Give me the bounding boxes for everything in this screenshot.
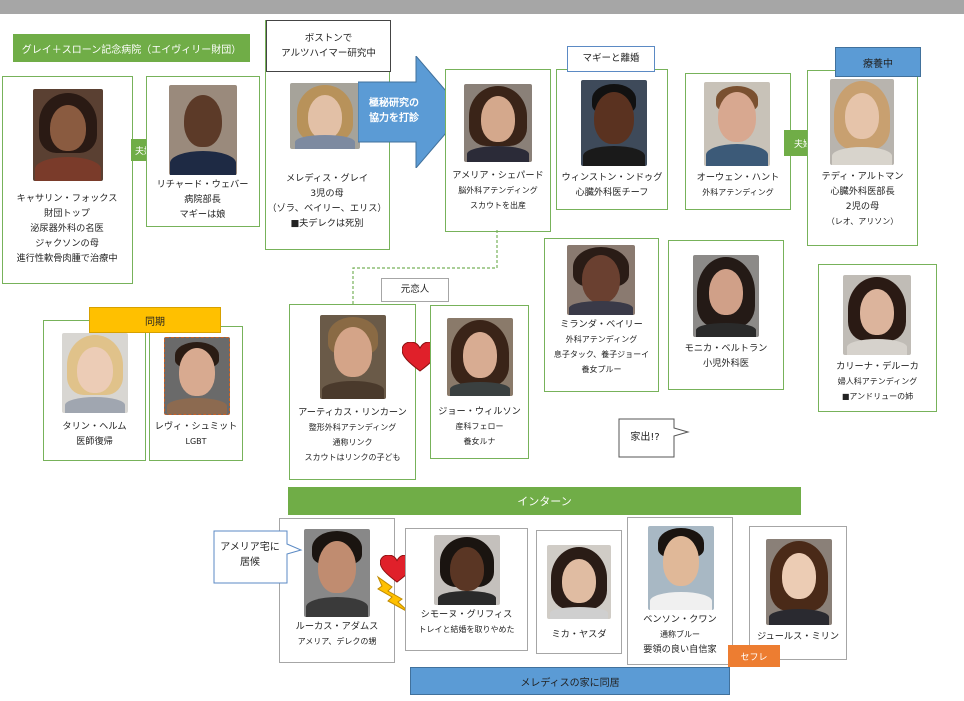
label-recuperating: 療養中: [835, 47, 921, 77]
text-simone: シモーヌ・グリフィス トレイと結婚を取りやめた: [418, 609, 515, 634]
label-doki: 同期: [89, 307, 221, 333]
photo-atticus: [320, 315, 386, 399]
label-cohabit-meredith-house: メレディスの家に同居: [410, 667, 730, 695]
card-mika: ミカ・ヤスダ: [536, 530, 622, 654]
card-amelia: アメリア・シェパード 脳外科アテンディング スカウトを出産: [445, 69, 551, 232]
card-benson: ベンソン・クワン 通称ブルー 要領の良い自信家: [627, 517, 733, 665]
card-atticus: アーティカス・リンカーン 整形外科アテンディング 通称リンク スカウトはリンクの…: [289, 304, 416, 480]
card-catherine: キャサリン・フォックス 財団トップ 泌尿器外科の名医 ジャクソンの母 進行性軟骨…: [2, 76, 133, 284]
card-miranda: ミランダ・ベイリー 外科アテンディング 息子タック、養子ジョーイ 養女プルー: [544, 238, 659, 392]
photo-teddy: [830, 79, 894, 165]
card-jo: ジョー・ウィルソン 産科フェロー 養女ルナ: [430, 305, 529, 459]
card-teddy: テディ・アルトマン 心臓外科医部長 2児の母 （レオ、アリソン）: [807, 70, 918, 246]
text-catherine: キャサリン・フォックス 財団トップ 泌尿器外科の名医 ジャクソンの母 進行性軟骨…: [16, 193, 118, 264]
callout-ex-lover: 元恋人: [381, 278, 449, 302]
photo-owen: [704, 82, 770, 166]
text-meredith: メレディス・グレイ 3児の母 （ゾラ、ベイリー、エリス） ■夫デレクは死別: [267, 173, 387, 229]
callout-stay-amelia-shape: [213, 530, 303, 584]
hospital-header-label: グレイ＋スローン記念病院（エイヴィリー財団）: [13, 34, 250, 62]
card-richard: リチャード・ウェバー 病院部長 マギーは娘: [146, 76, 260, 227]
text-lucas: ルーカス・アダムス アメリア、デレクの甥: [295, 621, 379, 646]
card-kaliana: カリーナ・デルーカ 婦人科アテンディング ■アンドリューの姉: [818, 264, 937, 412]
photo-lucas: [304, 529, 370, 617]
card-jules: ジュールス・ミリン: [749, 526, 847, 660]
photo-kaliana: [843, 275, 911, 355]
photo-taryn: [62, 333, 128, 413]
card-taryn: タリン・ヘルム 医師復帰: [43, 320, 146, 461]
photo-jo: [447, 318, 513, 396]
photo-catherine: [33, 89, 103, 181]
card-simone: シモーヌ・グリフィス トレイと結婚を取りやめた: [405, 528, 528, 651]
text-miranda: ミランダ・ベイリー 外科アテンディング 息子タック、養子ジョーイ 養女プルー: [553, 319, 650, 374]
label-intern: インターン: [288, 487, 801, 515]
text-amelia: アメリア・シェパード 脳外科アテンディング スカウトを出産: [452, 170, 544, 210]
label-sefure: セフレ: [728, 645, 780, 667]
text-owen: オーウェン・ハント 外科アテンディング: [696, 172, 780, 197]
text-levi: レヴィ・シュミット LGBT: [154, 421, 238, 446]
text-winston: ウィンストン・ンドゥグ 心臓外科医チーフ: [561, 172, 663, 198]
text-mika: ミカ・ヤスダ: [551, 629, 607, 640]
text-richard: リチャード・ウェバー 病院部長 マギーは娘: [156, 179, 249, 220]
callout-maggie-divorce: マギーと離婚: [567, 46, 655, 72]
text-monica: モニカ・ベルトラン 小児外科医: [684, 343, 768, 369]
card-levi: レヴィ・シュミット LGBT: [149, 326, 243, 461]
photo-amelia: [464, 84, 532, 162]
callout-boston: ボストンで アルツハイマー研究中: [266, 20, 391, 72]
card-owen: オーウェン・ハント 外科アテンディング: [685, 73, 791, 210]
text-benson: ベンソン・クワン 通称ブルー 要領の良い自信家: [643, 614, 717, 655]
text-jo: ジョー・ウィルソン 産科フェロー 養女ルナ: [438, 406, 521, 446]
photo-simone: [434, 535, 500, 605]
callout-left-home: 家出!?: [630, 432, 660, 443]
callout-stay-amelia: アメリア宅に 居候: [220, 542, 280, 568]
text-teddy: テディ・アルトマン 心臓外科医部長 2児の母 （レオ、アリソン）: [821, 171, 904, 226]
callout-left-home-shape: [618, 418, 690, 458]
photo-winston: [581, 80, 647, 166]
card-lucas: ルーカス・アダムス アメリア、デレクの甥: [279, 518, 395, 663]
photo-miranda: [567, 245, 635, 315]
photo-mika: [547, 545, 611, 619]
photo-monica: [693, 255, 759, 337]
top-gray-bar: [0, 0, 964, 14]
connector-amelia-atticus: [352, 230, 498, 308]
text-taryn: タリン・ヘルム 医師復帰: [62, 421, 127, 447]
arrow-text: 極秘研究の 協力を打診: [369, 98, 419, 124]
card-winston: ウィンストン・ンドゥグ 心臓外科医チーフ: [556, 69, 668, 210]
text-kaliana: カリーナ・デルーカ 婦人科アテンディング ■アンドリューの姉: [836, 361, 919, 401]
heart-icon: [402, 342, 438, 372]
request-arrow: [358, 56, 465, 168]
photo-jules: [766, 539, 832, 625]
text-atticus: アーティカス・リンカーン 整形外科アテンディング 通称リンク スカウトはリンクの…: [298, 407, 407, 462]
photo-levi: [164, 337, 230, 415]
photo-benson: [648, 526, 714, 610]
photo-richard: [169, 85, 237, 175]
photo-meredith: [290, 83, 360, 149]
card-monica: モニカ・ベルトラン 小児外科医: [668, 240, 784, 390]
text-jules: ジュールス・ミリン: [756, 631, 840, 642]
